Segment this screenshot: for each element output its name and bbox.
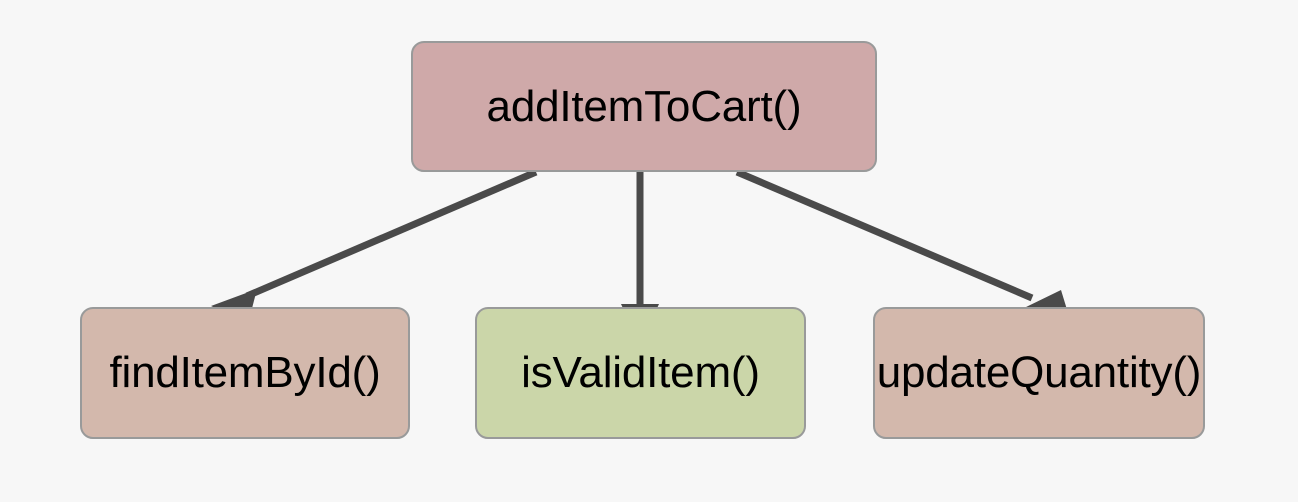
node-update-quantity[interactable]: updateQuantity() <box>873 307 1205 439</box>
node-add-item-to-cart[interactable]: addItemToCart() <box>411 41 877 172</box>
node-label-update-quantity: updateQuantity() <box>876 348 1202 397</box>
node-find-item-by-id[interactable]: findItemById() <box>80 307 410 439</box>
edge-root-to-find-item-by-id <box>211 168 538 324</box>
node-label-is-valid-item: isValidItem() <box>521 348 760 397</box>
node-is-valid-item[interactable]: isValidItem() <box>475 307 806 439</box>
node-label-find-item-by-id: findItemById() <box>109 348 381 397</box>
node-label-add-item-to-cart: addItemToCart() <box>486 81 802 131</box>
edge-root-to-update-quantity <box>735 168 1072 326</box>
